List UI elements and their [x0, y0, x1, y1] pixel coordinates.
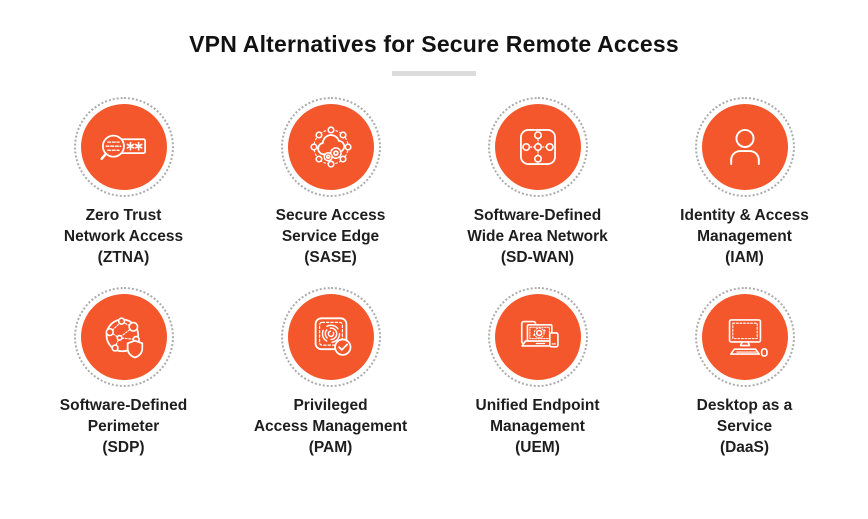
- page-title: VPN Alternatives for Secure Remote Acces…: [189, 31, 679, 57]
- desktop-computer-icon: [728, 319, 768, 357]
- icon-ring: [73, 287, 174, 387]
- alternative-label: Software-Defined Wide Area Network (SD-W…: [467, 207, 608, 266]
- icon-ring: [694, 287, 795, 387]
- alternative-item-ztna: Zero Trust Network Access (ZTNA): [20, 97, 227, 268]
- alternative-label: Identity & Access Management (IAM): [680, 207, 809, 266]
- icon-ring: [73, 97, 174, 197]
- icon-ring: [487, 287, 588, 387]
- alternative-item-sdwan: Software-Defined Wide Area Network (SD-W…: [434, 97, 641, 268]
- alternative-label: Zero Trust Network Access (ZTNA): [63, 207, 184, 266]
- icon-ring: [280, 97, 381, 197]
- user-icon: [729, 128, 760, 166]
- alternative-label: Unified Endpoint Management (UEM): [475, 397, 600, 456]
- alternative-item-sdp: Software-Defined Perimeter (SDP): [20, 287, 227, 458]
- alternative-item-iam: Identity & Access Management (IAM): [641, 97, 848, 268]
- alternative-item-daas: Desktop as a Service (DaaS): [641, 287, 848, 458]
- network-nodes-icon: [519, 129, 556, 165]
- title-underline: [392, 71, 476, 76]
- alternatives-grid: Zero Trust Network Access (ZTNA): [0, 97, 868, 458]
- infographic: VPN Alternatives for Secure Remote Acces…: [0, 31, 868, 519]
- devices-icon: [520, 320, 559, 348]
- sdwan-badge: [494, 104, 581, 190]
- fingerprint-check-icon: [314, 317, 351, 356]
- cloud-network-icon: [309, 126, 352, 168]
- iam-badge: [701, 104, 788, 190]
- alternative-item-pam: Privileged Access Management (PAM): [227, 287, 434, 458]
- alternative-item-uem: Unified Endpoint Management (UEM): [434, 287, 641, 458]
- sase-badge: [287, 104, 374, 190]
- alternative-label: Secure Access Service Edge (SASE): [275, 207, 386, 266]
- icon-ring: [487, 97, 588, 197]
- alternative-label: Privileged Access Management (PAM): [253, 397, 408, 456]
- alternative-label: Desktop as a Service (DaaS): [696, 397, 793, 456]
- alternative-item-sase: Secure Access Service Edge (SASE): [227, 97, 434, 268]
- uem-badge: [494, 294, 581, 380]
- icon-ring: [694, 97, 795, 197]
- globe-shield-icon: [105, 317, 143, 359]
- alternative-label: Software-Defined Perimeter (SDP): [59, 397, 188, 456]
- password-search-icon: [99, 134, 146, 160]
- ztna-badge: [80, 104, 167, 190]
- icon-ring: [280, 287, 381, 387]
- sdp-badge: [80, 294, 167, 380]
- pam-badge: [287, 294, 374, 380]
- daas-badge: [701, 294, 788, 380]
